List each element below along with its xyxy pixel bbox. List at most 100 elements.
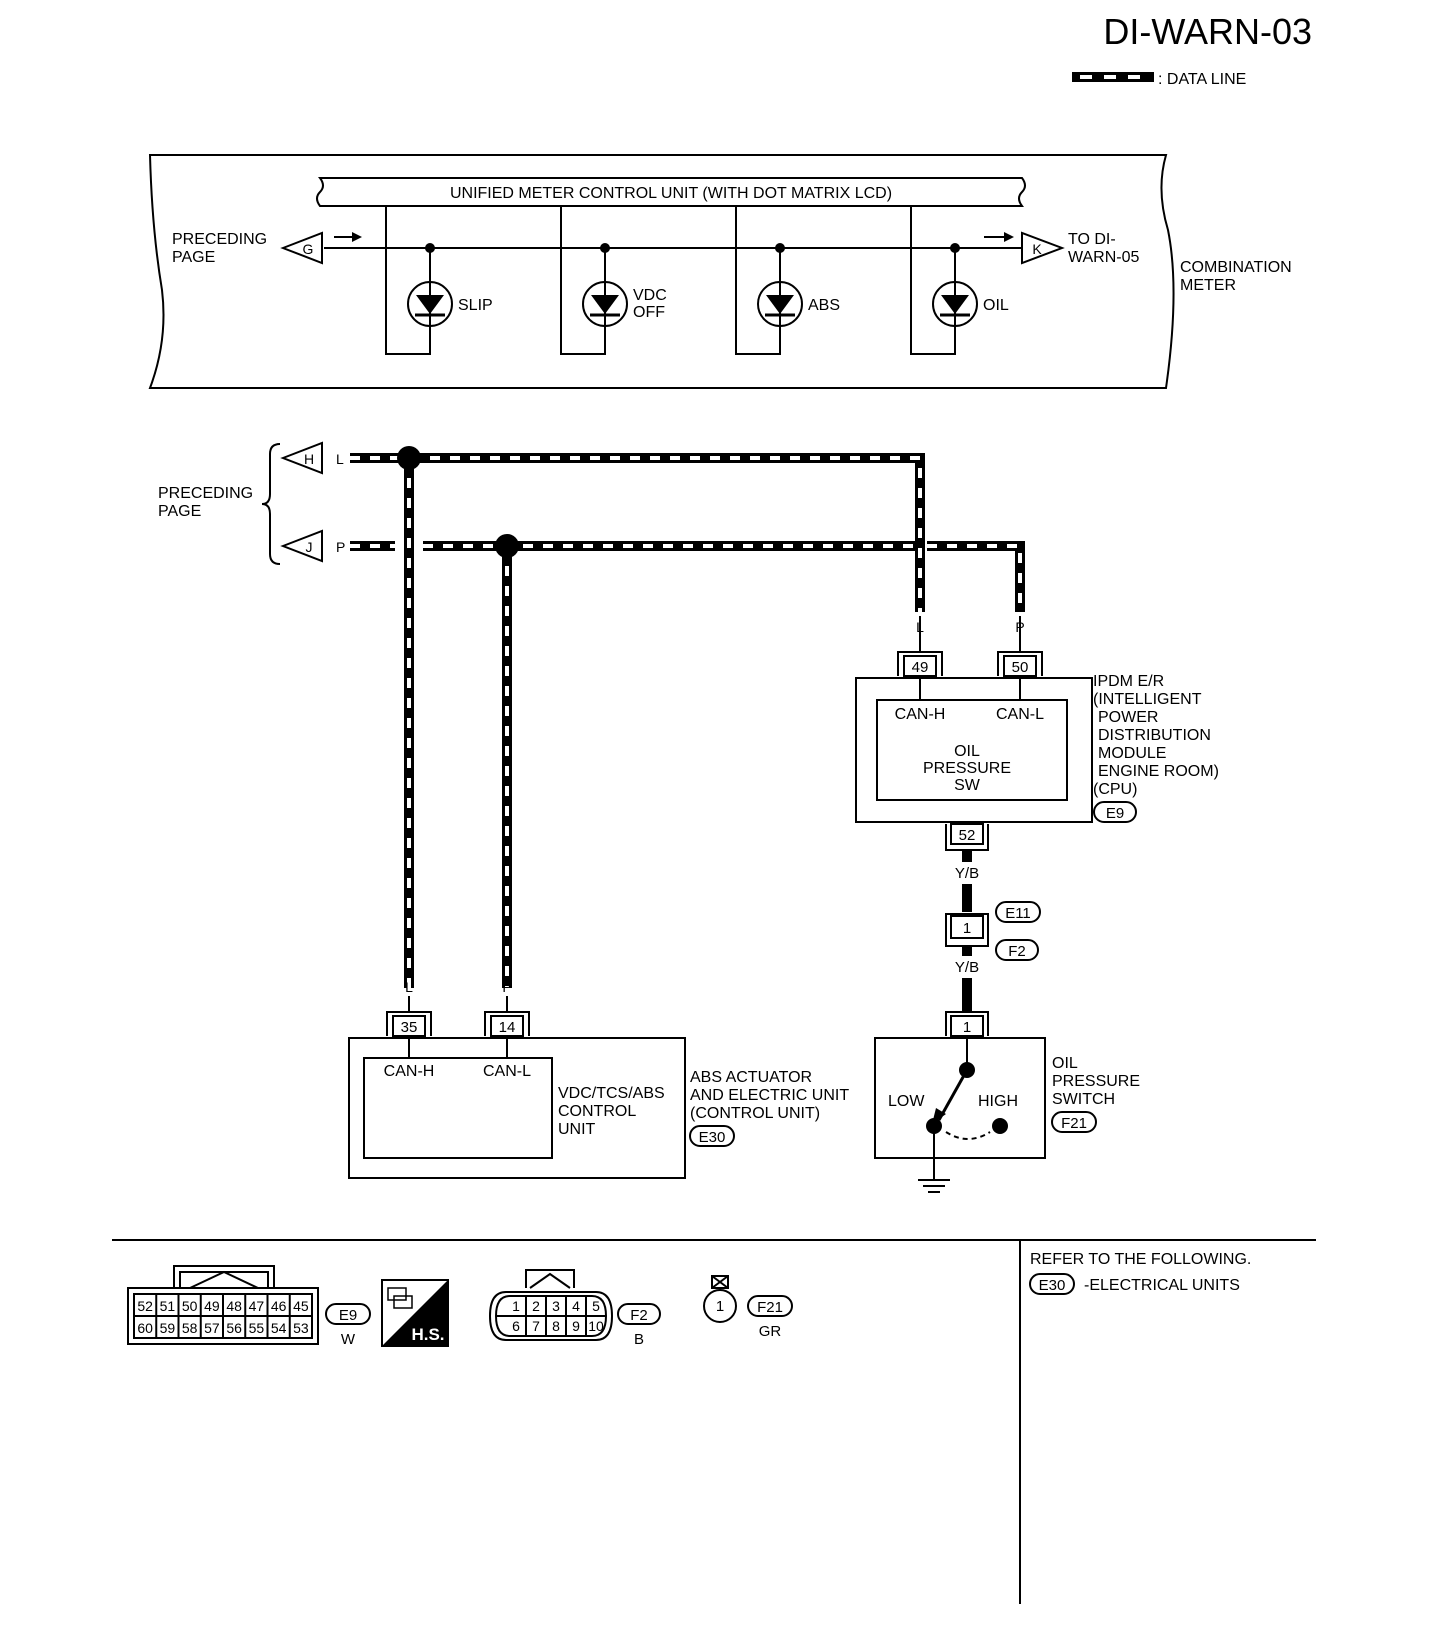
meter-to-line1: TO DI- (1068, 231, 1116, 248)
e9-pin-59: 59 (160, 1320, 176, 1336)
wire-p-label-top: P (336, 539, 345, 555)
ipdm-label-3: DISTRIBUTION (1098, 727, 1211, 744)
connector-e11: E11 (1005, 905, 1031, 922)
f2-pin-2: 2 (532, 1298, 540, 1314)
wire-yb-1: Y/B (955, 865, 979, 882)
abs-connector-e30: E30 (699, 1129, 726, 1146)
hs-icon: H.S. (381, 1279, 449, 1347)
e9-pin-56: 56 (226, 1320, 242, 1336)
oil-switch-low: LOW (888, 1093, 925, 1110)
e9-pin-51: 51 (160, 1298, 176, 1314)
ipdm-label-2: POWER (1098, 709, 1158, 726)
data-line-legend: : DATA LINE (1072, 71, 1246, 88)
connector-g (280, 231, 323, 265)
connector-f21-name: F21 (757, 1299, 783, 1316)
connector-j (280, 529, 323, 563)
f2-pin-9: 9 (572, 1318, 580, 1334)
e9-pin-49: 49 (204, 1298, 220, 1314)
ipdm-inner-3: SW (954, 777, 981, 794)
yb-harness: Y/B 1 E11 F2 Y/B (945, 850, 1041, 1012)
lamp-abs-label: ABS (808, 297, 840, 314)
abs-actuator: L P 35 14 CAN-H CAN-L VDC/TCS/ABS CONTRO… (348, 979, 849, 1179)
arrow-out (984, 232, 1014, 242)
e9-pin-47: 47 (249, 1298, 265, 1314)
connector-f21-pin: 1 (716, 1298, 724, 1315)
wire-l-label-top: L (336, 451, 344, 467)
connector-j-label: J (306, 539, 313, 555)
ipdm-label-4: MODULE (1098, 745, 1166, 762)
can-data-lines: PRECEDING PAGE H L J P (158, 441, 1025, 988)
lamp-oil-label: OIL (983, 297, 1009, 314)
lamp-abs: ABS (735, 206, 840, 355)
ipdm-can-h: CAN-H (895, 706, 946, 723)
e9-pin-55: 55 (249, 1320, 265, 1336)
meter-preceding-line2: PAGE (172, 249, 215, 266)
hs-label: H.S. (411, 1325, 444, 1344)
ipdm-connector-e9: E9 (1106, 805, 1124, 822)
meter-side-label1: COMBINATION (1180, 259, 1292, 276)
abs-can-l: CAN-L (483, 1063, 531, 1080)
refer-panel: REFER TO THE FOLLOWING. E30 -ELECTRICAL … (1029, 1251, 1251, 1295)
connector-g-label: G (303, 241, 314, 257)
wire-yb-2: Y/B (955, 959, 979, 976)
oil-switch-label-1: PRESSURE (1052, 1073, 1140, 1090)
f2-pin-4: 4 (572, 1298, 580, 1314)
ipdm-pin-50: 50 (1012, 659, 1029, 676)
abs-pin-35: 35 (401, 1019, 418, 1036)
oil-switch-connector-f21: F21 (1061, 1115, 1087, 1132)
abs-label-2: (CONTROL UNIT) (690, 1105, 820, 1122)
joint-pin-1: 1 (963, 920, 971, 937)
oil-switch-high: HIGH (978, 1093, 1018, 1110)
ipdm-label-5: ENGINE ROOM) (1098, 763, 1219, 780)
ipdm-pin-49: 49 (912, 659, 929, 676)
abs-label-0: ABS ACTUATOR (690, 1069, 812, 1086)
ipdm-pin-52: 52 (959, 827, 976, 844)
e9-pin-60: 60 (137, 1320, 153, 1336)
abs-wire-p: P (502, 979, 511, 995)
connector-k (1021, 231, 1065, 265)
e9-pin-48: 48 (226, 1298, 242, 1314)
junction-l (397, 446, 421, 470)
connector-h (280, 441, 323, 475)
e9-pin-54: 54 (271, 1320, 287, 1336)
can-preceding-line1: PRECEDING (158, 485, 253, 502)
connector-e9-name: E9 (339, 1307, 357, 1324)
connector-f21-color: GR (759, 1323, 782, 1340)
lamp-vdc-label1: VDC (633, 287, 667, 304)
e9-pin-45: 45 (293, 1298, 309, 1314)
meter-control-unit-bar (316, 177, 1026, 207)
meter-control-unit-label: UNIFIED METER CONTROL UNIT (WITH DOT MAT… (450, 185, 892, 202)
abs-inner-0: VDC/TCS/ABS (558, 1085, 665, 1102)
connector-f2-name: F2 (630, 1307, 648, 1324)
lamp-vdc-off: VDC OFF (560, 206, 667, 355)
connector-f21-face: 1 F21 GR (703, 1275, 793, 1340)
ipdm-er: L P 49 50 CAN-H CAN-L OIL PRESSURE SW IP… (855, 616, 1219, 851)
e9-pin-57: 57 (204, 1320, 220, 1336)
lamp-slip-label: SLIP (458, 297, 493, 314)
arrow-in (334, 232, 362, 242)
ipdm-label-1: (INTELLIGENT (1093, 691, 1202, 708)
can-preceding-line2: PAGE (158, 503, 201, 520)
oil-switch-label-0: OIL (1052, 1055, 1078, 1072)
f2-pin-8: 8 (552, 1318, 560, 1334)
abs-can-h: CAN-H (384, 1063, 435, 1080)
ipdm-inner-2: PRESSURE (923, 760, 1011, 777)
combination-meter: UNIFIED METER CONTROL UNIT (WITH DOT MAT… (148, 154, 1292, 389)
ipdm-label-6: (CPU) (1093, 781, 1137, 798)
lamp-slip: SLIP (385, 206, 493, 355)
lamp-oil: OIL (910, 206, 1009, 355)
ipdm-label-0: IPDM E/R (1093, 673, 1164, 690)
refer-connector-e30: E30 (1039, 1277, 1066, 1294)
f2-pin-10: 10 (588, 1318, 604, 1334)
lamp-vdc-label2: OFF (633, 304, 665, 321)
e9-pin-53: 53 (293, 1320, 309, 1336)
oil-switch-pin-1: 1 (963, 1019, 971, 1036)
oil-switch-label-2: SWITCH (1052, 1091, 1115, 1108)
connector-f2-label: F2 (1008, 943, 1026, 960)
abs-wire-l: L (405, 979, 413, 995)
ipdm-can-l: CAN-L (996, 706, 1044, 723)
